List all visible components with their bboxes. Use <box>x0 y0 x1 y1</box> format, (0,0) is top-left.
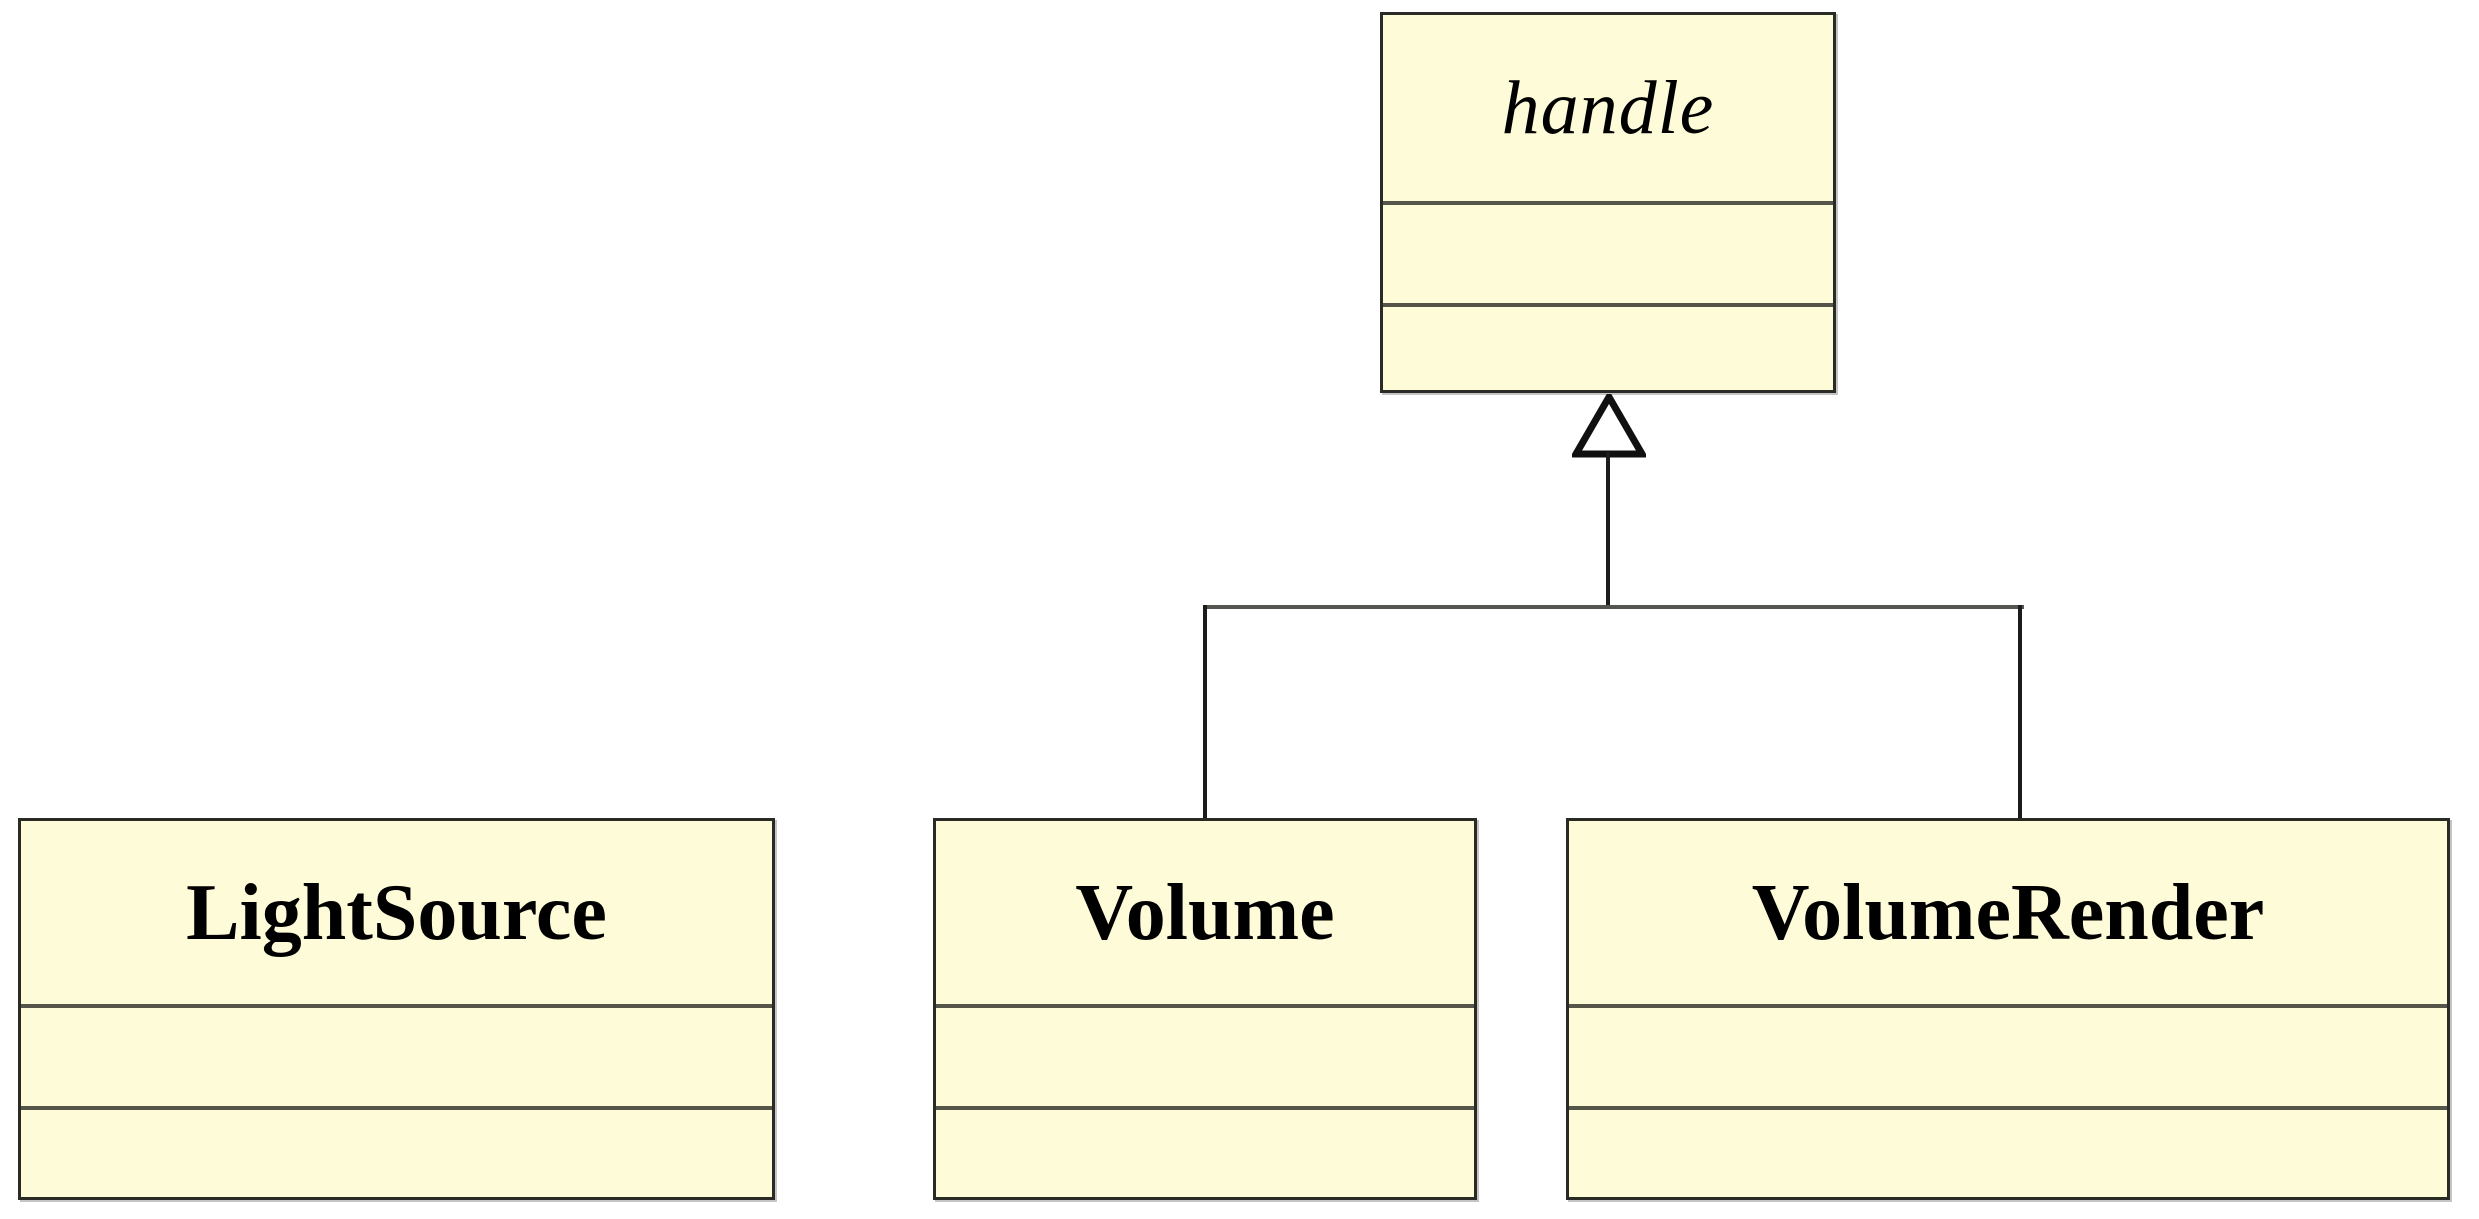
inheritance-triangle-icon <box>1572 394 1646 458</box>
class-attributes-handle <box>1383 205 1833 303</box>
class-title-lightsource: LightSource <box>21 821 772 1008</box>
class-operations-volume <box>936 1106 1474 1197</box>
class-box-volumerender[interactable]: VolumeRender <box>1566 818 2450 1200</box>
class-title-handle: handle <box>1383 15 1833 205</box>
class-attributes-lightsource <box>21 1008 772 1106</box>
generalization-drop-line-volume <box>1203 605 1207 820</box>
class-attributes-volumerender <box>1569 1008 2447 1106</box>
generalization-stem-line <box>1606 452 1610 607</box>
class-box-handle[interactable]: handle <box>1380 12 1836 393</box>
generalization-drop-line-volumerender <box>2018 605 2022 820</box>
class-operations-lightsource <box>21 1106 772 1197</box>
generalization-split-bar <box>1205 605 2024 609</box>
class-box-lightsource[interactable]: LightSource <box>18 818 775 1200</box>
class-operations-handle <box>1383 303 1833 390</box>
class-box-volume[interactable]: Volume <box>933 818 1477 1200</box>
class-title-volume: Volume <box>936 821 1474 1008</box>
class-operations-volumerender <box>1569 1106 2447 1197</box>
class-attributes-volume <box>936 1008 1474 1106</box>
class-title-volumerender: VolumeRender <box>1569 821 2447 1008</box>
